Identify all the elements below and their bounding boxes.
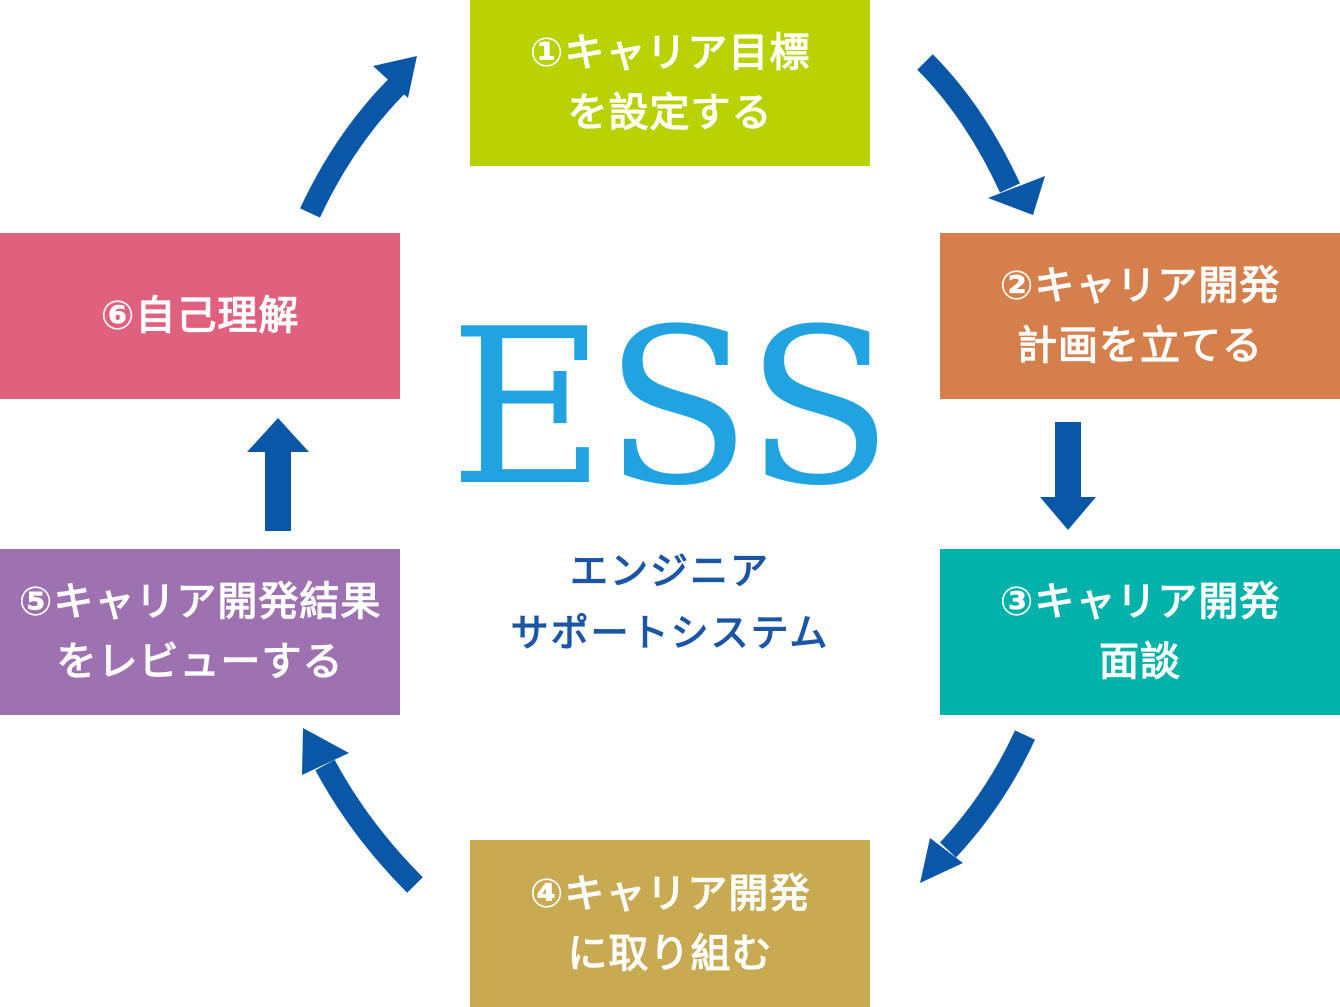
step-4-work-on-career-development: ④キャリア開発 に取り組む <box>470 840 870 1007</box>
step-3-career-development-interview: ③キャリア開発 面談 <box>940 549 1340 715</box>
step-2-line-1: ②キャリア開発 <box>999 263 1281 309</box>
step-6-line-1: ⑥自己理解 <box>100 293 300 339</box>
arrow-3-to-4-icon <box>920 730 1035 883</box>
step-3-line-2: 面談 <box>1099 639 1181 685</box>
step-3-line-1: ③キャリア開発 <box>999 579 1281 625</box>
subtitle-line-1: エンジニア <box>569 549 770 593</box>
ess-logo-subtitle: エンジニア サポートシステム <box>420 540 920 664</box>
step-1-line-1: ①キャリア目標 <box>529 30 811 76</box>
step-1-line-2: を設定する <box>567 90 773 136</box>
step-5-line-2: をレビューする <box>56 639 344 685</box>
arrow-4-to-5-icon <box>302 728 423 893</box>
step-4-line-1: ④キャリア開発 <box>529 870 811 917</box>
step-5-review-results: ⑤キャリア開発結果 をレビューする <box>0 549 400 715</box>
ess-logo-title: ESS <box>449 282 893 533</box>
step-5-line-1: ⑤キャリア開発結果 <box>18 579 382 625</box>
arrow-5-to-6-icon <box>247 418 309 531</box>
step-4-line-2: に取り組む <box>567 930 773 977</box>
step-1-set-career-goal: ①キャリア目標 を設定する <box>470 0 870 166</box>
subtitle-line-2: サポートシステム <box>510 611 830 655</box>
step-2-line-2: 計画を立てる <box>1017 323 1263 369</box>
step-2-career-development-plan: ②キャリア開発 計画を立てる <box>940 233 1340 399</box>
arrow-2-to-3-icon <box>1040 422 1096 530</box>
arrow-6-to-1-icon <box>300 56 417 218</box>
arrow-1-to-2-icon <box>917 54 1045 215</box>
step-6-self-understanding: ⑥自己理解 <box>0 233 400 399</box>
